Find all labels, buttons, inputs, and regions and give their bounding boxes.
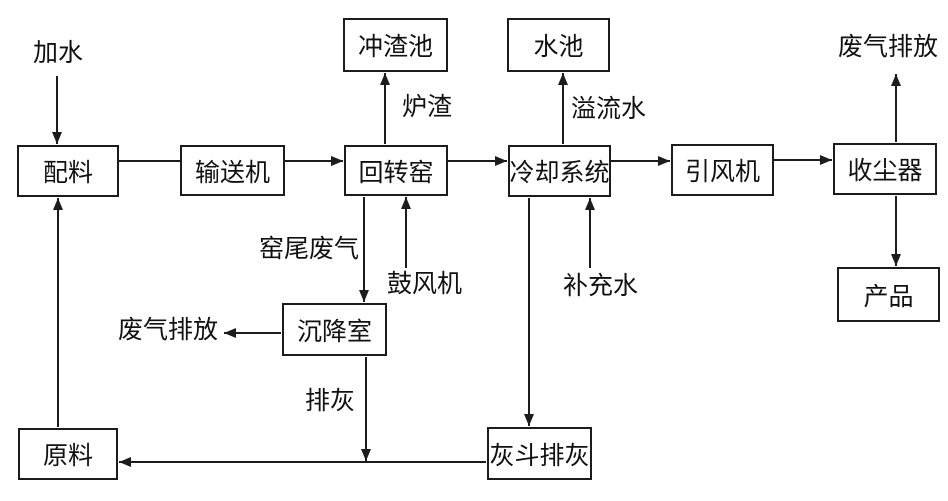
node-label-cooling-system: 冷却系统 bbox=[509, 160, 610, 187]
node-label-conveyor: 输送机 bbox=[194, 159, 270, 187]
node-label-dust-collector: 收尘器 bbox=[847, 158, 923, 185]
node-induced-draft-fan: 引风机 bbox=[671, 144, 774, 196]
label-add-water: 加水 bbox=[33, 40, 84, 67]
node-cooling-system: 冷却系统 bbox=[508, 145, 611, 197]
node-label-water-pool: 水池 bbox=[533, 34, 584, 61]
node-label-batching: 配料 bbox=[42, 160, 93, 187]
node-label-product: 产品 bbox=[863, 283, 914, 311]
node-water-pool: 水池 bbox=[507, 18, 610, 72]
node-rotary-kiln: 回转窑 bbox=[344, 145, 448, 196]
node-raw-material: 原料 bbox=[18, 428, 118, 480]
node-label-rotary-kiln: 回转窑 bbox=[358, 159, 434, 187]
node-settling-chamber: 沉降室 bbox=[282, 303, 387, 356]
node-conveyor: 输送机 bbox=[180, 145, 285, 196]
node-product: 产品 bbox=[837, 267, 940, 322]
node-ash-hopper-discharge: 灰斗排灰 bbox=[487, 427, 592, 480]
node-dust-collector: 收尘器 bbox=[833, 143, 937, 195]
node-label-induced-draft-fan: 引风机 bbox=[684, 159, 760, 186]
node-label-raw-material: 原料 bbox=[42, 443, 93, 470]
label-blower: 鼓风机 bbox=[387, 271, 463, 298]
label-ash-discharge: 排灰 bbox=[305, 388, 356, 415]
node-label-slag-flushing-pool: 冲渣池 bbox=[357, 34, 433, 61]
label-exhaust-emission-left: 废气排放 bbox=[118, 317, 219, 344]
label-makeup-water: 补充水 bbox=[563, 273, 639, 300]
node-batching: 配料 bbox=[17, 145, 119, 197]
node-label-ash-hopper-discharge: 灰斗排灰 bbox=[489, 442, 590, 470]
label-kiln-tail-exhaust-gas: 窑尾废气 bbox=[259, 236, 360, 263]
node-label-settling-chamber: 沉降室 bbox=[296, 318, 372, 346]
node-slag-flushing-pool: 冲渣池 bbox=[343, 18, 448, 72]
label-overflow-water: 溢流水 bbox=[571, 96, 647, 123]
label-exhaust-emission-top: 废气排放 bbox=[838, 34, 939, 61]
label-furnace-slag: 炉渣 bbox=[402, 94, 453, 121]
